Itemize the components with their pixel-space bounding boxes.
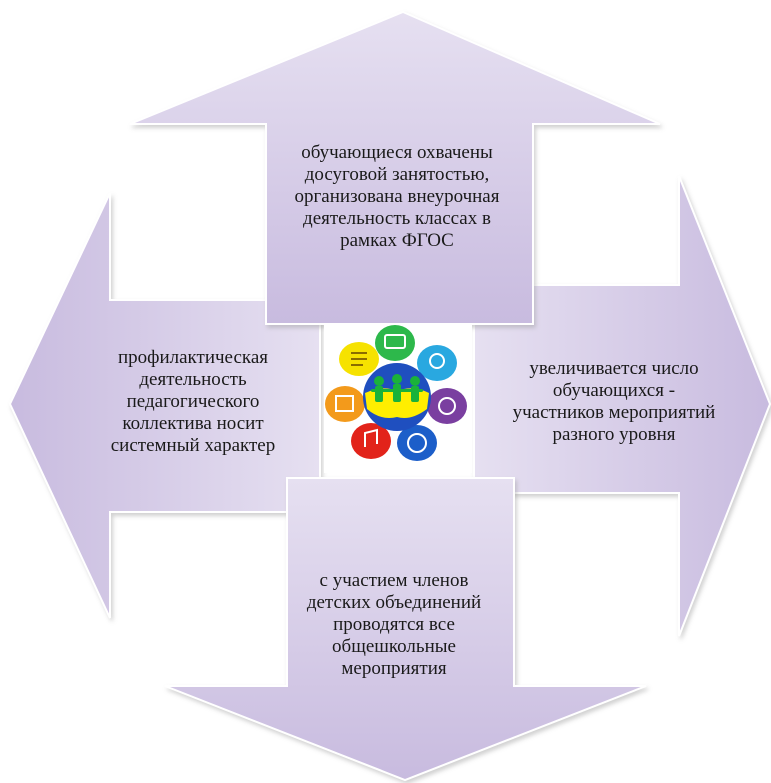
top-arrow [129,10,661,325]
right-arrow [473,175,771,637]
petal-cyan [417,345,457,381]
left-arrow [8,192,321,619]
petal-purple [427,388,467,424]
right-arrow-text: увеличивается число обучающихся - участн… [512,358,716,445]
sun-cloud-icon [429,353,445,369]
petal-orange [325,386,365,422]
children-figures [371,374,423,402]
music-icon [364,428,378,447]
computer-icon [384,334,406,349]
petal-blue [397,425,437,461]
petal-green [375,325,415,361]
palette-icon [438,397,456,415]
petal-red [351,423,391,459]
top-arrow-text: обучающиеся охвачены досуговой занятость… [294,142,500,251]
book-icon [335,395,354,412]
text-icon [351,352,367,366]
globe-icon [407,433,427,453]
left-arrow-text: профилактическая деятельность педагогиче… [110,347,276,456]
bottom-arrow [164,477,647,782]
bottom-arrow-text: с участием членов детских объединений пр… [306,570,482,679]
flower-logo [325,325,467,461]
